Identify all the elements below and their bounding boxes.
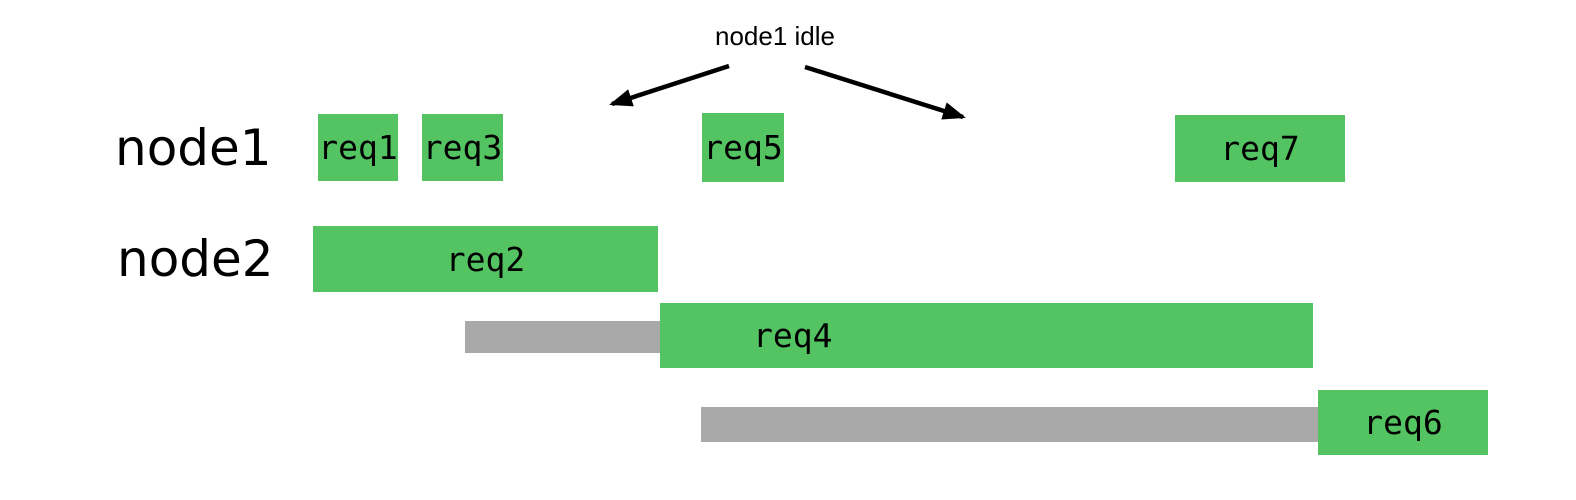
lane-label-node2: node2 [117,230,274,288]
lane-label-node1: node1 [115,118,272,177]
bar-req7: req7 [1175,115,1345,182]
bar-req1: req1 [318,114,398,181]
bar-req2: req2 [313,226,658,292]
arrow-right-icon [804,64,966,120]
wait-bar-req4 [465,321,662,353]
node1-idle-annotation: node1 idle [715,21,835,51]
bar-req5: req5 [702,113,784,182]
bar-req3: req3 [422,114,503,181]
wait-bar-req6 [701,407,1318,442]
bar-req6: req6 [1318,390,1488,455]
arrow-left-icon [609,63,730,107]
bar-req4: req4 [660,303,1313,368]
